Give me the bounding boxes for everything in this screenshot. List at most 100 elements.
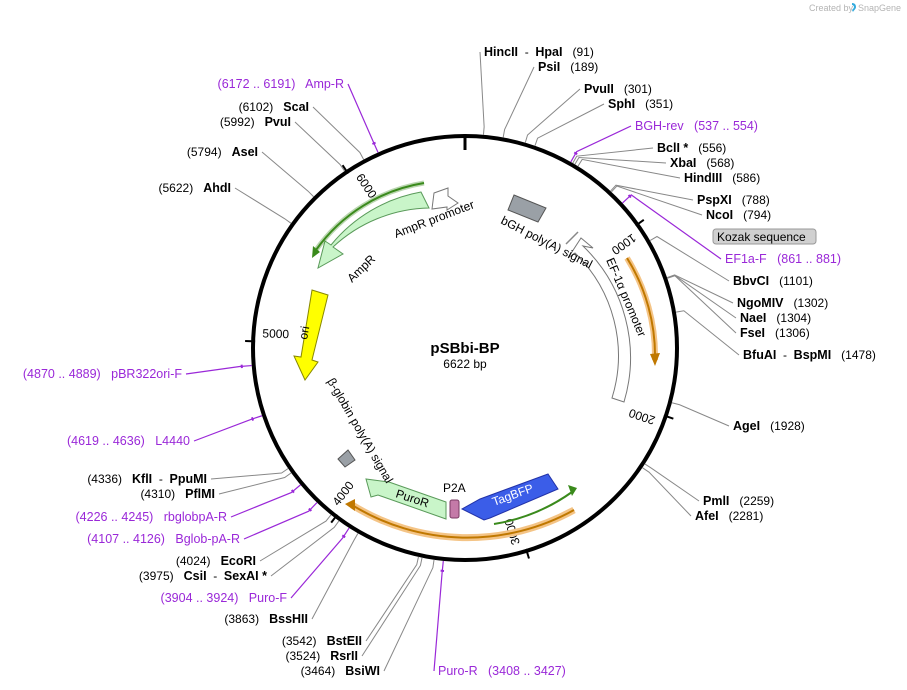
site-label-rbglobpa-r[interactable]: (4226 .. 4245) rbglobpA-R [76, 510, 227, 524]
feature-p2a[interactable] [449, 499, 460, 519]
site-label-bcli[interactable]: BclI * (556) [657, 141, 726, 155]
site-label-csii-sexai[interactable]: (3975) CsiI - SexAI * [139, 569, 267, 583]
site-label-part: RsrII [330, 649, 358, 663]
leader-bcli [572, 147, 654, 164]
site-label-part: PspXI [697, 193, 732, 207]
site-label-bsiwi[interactable]: (3464) BsiWI [301, 664, 380, 678]
site-label-puro-f[interactable]: (3904 .. 3924) Puro-F [161, 591, 288, 605]
site-label-ncoi[interactable]: NcoI (794) [706, 208, 771, 222]
site-label-layer: HincII - HpaI (91)PsiI (189) PvuII (301)S… [23, 45, 876, 678]
site-label-amp-r[interactable]: (6172 .. 6191) Amp-R [218, 77, 344, 91]
site-label-pflmi[interactable]: (4310) PflMI [140, 487, 215, 501]
site-label-part: FseI [740, 326, 765, 340]
site-label-part: (189) [560, 60, 598, 74]
site-label-bsshii[interactable]: (3863) BssHII [224, 612, 308, 626]
feature-kozak[interactable] [565, 231, 579, 245]
orf-arc-ampr[interactable] [315, 182, 425, 251]
site-label-pspxi[interactable]: PspXI (788) [697, 193, 770, 207]
site-label-asei[interactable]: (5794) AseI [187, 145, 258, 159]
brand-name-text: SnapGene [858, 3, 901, 13]
site-label-part: (2259) [729, 494, 774, 508]
label-beta-globin-polya: β-globin poly(A) signal [324, 376, 396, 486]
site-label-part: (3904 .. 3924) Puro-F [161, 591, 288, 605]
site-label-part: BfuAI [743, 348, 776, 362]
plasmid-length: 6622 bp [443, 357, 487, 371]
site-label-part: (1302) [784, 296, 829, 310]
scale-tick [635, 219, 645, 227]
site-label-psii[interactable]: PsiI (189) [538, 60, 598, 74]
site-label-bsteii[interactable]: (3542) BstEII [282, 634, 362, 648]
site-label-scai[interactable]: (6102) ScaI [239, 100, 309, 114]
site-label-part: - [207, 569, 224, 583]
site-label-l4440[interactable]: (4619 .. 4636) L4440 [67, 434, 190, 448]
scale-tick-label: 5000 [262, 326, 289, 341]
site-label-ngomiv[interactable]: NgoMIV (1302) [737, 296, 828, 310]
site-label-part: (1928) [760, 419, 805, 433]
site-label-part: (556) [688, 141, 726, 155]
feature-bgh-polya[interactable] [507, 194, 547, 223]
site-label-bglob-pa-r[interactable]: (4107 .. 4126) Bglob-pA-R [87, 532, 240, 546]
site-label-hindiii[interactable]: HindIII (586) [684, 171, 760, 185]
site-label-pbr322ori-f[interactable]: (4870 .. 4889) pBR322ori-F [23, 367, 182, 381]
leader-pmli [644, 463, 700, 502]
site-label-part: BclI * [657, 141, 688, 155]
feature-layer [293, 180, 660, 542]
site-label-afei[interactable]: AfeI (2281) [695, 509, 763, 523]
feature-puror[interactable] [365, 478, 447, 520]
site-label-agei[interactable]: AgeI (1928) [733, 419, 805, 433]
scale-tick [330, 514, 339, 524]
site-label-kfli-ppumi[interactable]: (4336) KflI - PpuMI [87, 472, 207, 486]
site-label-bgh-rev[interactable]: BGH-rev (537 .. 554) [635, 119, 758, 133]
site-label-ahdi[interactable]: (5622) AhdI [159, 181, 231, 195]
site-label-sphi[interactable]: SphI (351) [608, 97, 673, 111]
site-label-fsei[interactable]: FseI (1306) [740, 326, 810, 340]
scale-tick [341, 164, 349, 175]
feature-ampr-promoter[interactable] [431, 187, 459, 211]
site-label-part: - [776, 348, 793, 362]
feature-beta-globin-polya[interactable] [337, 449, 356, 468]
site-label-part: - [152, 472, 169, 486]
leader-bbvci [649, 235, 730, 282]
site-label-part: HindIII [684, 171, 722, 185]
orf-arc-ampr-head [312, 246, 320, 258]
kozak-badge[interactable] [712, 228, 817, 245]
feature-tagbfp[interactable] [460, 473, 559, 521]
site-label-part: PvuI [265, 115, 291, 129]
site-label-bbvci[interactable]: BbvCI (1101) [733, 274, 813, 288]
site-label-part: (3464) [301, 664, 346, 678]
site-label-pmli[interactable]: PmlI (2259) [703, 494, 774, 508]
site-label-ef1a-f[interactable]: EF1a-F (861 .. 881) [725, 252, 841, 266]
leader-csii-sexai [270, 520, 340, 577]
leader-bgh-rev [570, 125, 632, 163]
site-label-part: (568) [696, 156, 734, 170]
feature-ampr[interactable] [317, 191, 430, 270]
site-label-rsrii[interactable]: (3524) RsrII [286, 649, 359, 663]
leader-asei [261, 151, 314, 198]
leader-pspxi [610, 184, 694, 201]
site-label-part: BGH-rev (537 .. 554) [635, 119, 758, 133]
leader-ncoi [611, 185, 703, 216]
site-label-part: SphI [608, 97, 635, 111]
primer-mark-ef1a-f [627, 194, 632, 199]
primer-mark-bgh-rev [573, 151, 578, 156]
orf-arc-right-head [650, 353, 660, 366]
primer-mark-puro-f [341, 534, 346, 539]
feature-ori[interactable] [293, 289, 329, 381]
leader-kfli-ppumi [210, 468, 289, 480]
site-label-part: BstEII [327, 634, 362, 648]
site-label-pvuii[interactable]: PvuII (301) [584, 82, 652, 96]
site-label-xbai[interactable]: XbaI (568) [670, 156, 734, 170]
site-label-puro-r[interactable]: Puro-R (3408 .. 3427) [438, 664, 566, 678]
site-label-ecori[interactable]: (4024) EcoRI [176, 554, 256, 568]
site-label-part: Puro-R (3408 .. 3427) [438, 664, 566, 678]
site-label-hincii-hpai[interactable]: HincII - HpaI (91) [484, 45, 594, 59]
site-label-naei[interactable]: NaeI (1304) [740, 311, 811, 325]
site-label-bfuai-bspmi[interactable]: BfuAI - BspMI (1478) [743, 348, 876, 362]
leader-rbglobpa-r [230, 484, 301, 518]
site-label-part: AhdI [203, 181, 231, 195]
site-label-part: (4107 .. 4126) Bglob-pA-R [87, 532, 240, 546]
feature-ef1a-promoter[interactable] [567, 237, 631, 403]
site-label-pvui[interactable]: (5992) PvuI [220, 115, 291, 129]
